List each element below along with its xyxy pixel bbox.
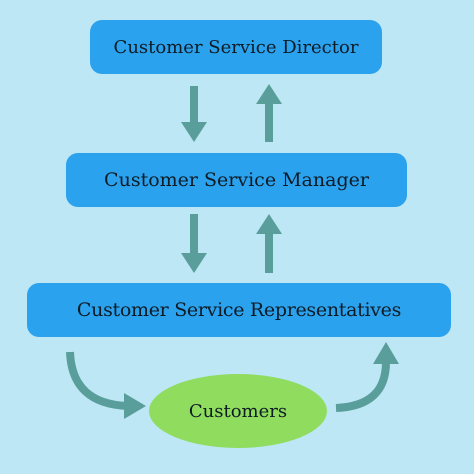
node-customer-service-representatives: Customer Service Representatives	[27, 283, 451, 337]
arrow-customers-to-representatives	[335, 342, 399, 412]
node-customers: Customers	[149, 374, 327, 448]
arrow-representatives-to-manager	[256, 214, 282, 273]
arrow-representatives-to-customers	[66, 351, 146, 419]
node-customer-service-manager: Customer Service Manager	[66, 153, 407, 207]
node-customer-service-director: Customer Service Director	[90, 20, 382, 74]
node-label-manager: Customer Service Manager	[104, 169, 369, 191]
node-label-representatives: Customer Service Representatives	[76, 299, 402, 321]
arrow-manager-to-director	[256, 84, 282, 142]
arrow-director-to-manager	[181, 86, 207, 142]
node-label-customers: Customers	[188, 400, 288, 422]
arrow-manager-to-representatives	[181, 214, 207, 273]
node-label-director: Customer Service Director	[113, 36, 359, 58]
